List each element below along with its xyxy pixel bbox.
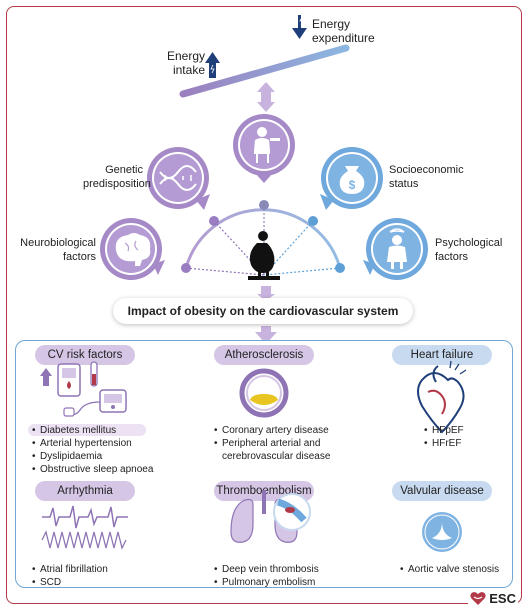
- outcome-icons: [40, 360, 467, 552]
- atherosclerosis-title: Atherosclerosis: [214, 345, 314, 365]
- ecg-icon: [41, 505, 128, 550]
- list-item: HFrEF: [424, 437, 464, 450]
- energy-balance-graphic: $: [100, 15, 428, 340]
- list-item: SCD: [32, 576, 108, 589]
- valvular-title: Valvular disease: [392, 481, 492, 501]
- list-item: Arterial hypertension: [32, 437, 153, 450]
- figure-frame: [6, 6, 522, 604]
- blood-pressure-icon: [63, 389, 127, 417]
- double-arrow-icon: [257, 82, 275, 112]
- brain-icon: [100, 218, 165, 280]
- valvular-list: Aortic valve stenosis: [400, 563, 499, 576]
- dna-icon: [147, 147, 210, 210]
- glucometer-icon: [57, 363, 81, 397]
- arrhythmia-list: Atrial fibrillation SCD: [32, 563, 108, 589]
- arrow-down-icon: [255, 326, 277, 340]
- impact-title: Impact of obesity on the cardiovascular …: [113, 298, 413, 324]
- energy-intake-label: Energy intake: [166, 49, 205, 77]
- arrow-down-icon: [257, 286, 275, 301]
- person-eating-icon: [233, 114, 295, 183]
- neurobiological-label: Neurobiological factors: [20, 237, 96, 263]
- arrow-down-icon: [292, 15, 307, 39]
- psychological-label: Psychological factors: [435, 237, 503, 263]
- scale-person-icon: [248, 231, 280, 280]
- seesaw-icon: [179, 44, 350, 98]
- heart-icon: [417, 360, 467, 434]
- svg-text:$: $: [349, 178, 356, 192]
- thromboembolism-list: Deep vein thrombosis Pulmonary embolism: [214, 563, 319, 589]
- blood-drop-icon: [90, 361, 98, 387]
- socioeconomic-label: Socioeconomic status: [389, 164, 464, 190]
- arrow-up-icon: [205, 52, 220, 78]
- list-item: Dyslipidaemia: [32, 450, 153, 463]
- list-item: Peripheral arterial and cerebrovascular …: [214, 437, 349, 463]
- aortic-valve-icon: [422, 512, 462, 552]
- genetic-label: Genetic predisposition: [83, 164, 151, 190]
- arrow-up-icon: [40, 368, 52, 386]
- cv-risk-list: Diabetes mellitus Arterial hypertension …: [32, 424, 153, 476]
- gauge-arc: [181, 200, 345, 276]
- cv-risk-title: CV risk factors: [35, 345, 135, 365]
- arrhythmia-title: Arrhythmia: [35, 481, 135, 501]
- money-bag-icon: $: [320, 147, 383, 210]
- list-item: Aortic valve stenosis: [400, 563, 499, 576]
- atherosclerosis-list: Coronary artery disease Peripheral arter…: [214, 424, 349, 463]
- list-item: HFpEF: [424, 424, 464, 437]
- person-stressed-icon: [363, 218, 428, 280]
- list-item: Pulmonary embolism: [214, 576, 319, 589]
- artery-plaque-icon: [239, 368, 289, 418]
- list-item: Deep vein thrombosis: [214, 563, 319, 576]
- vein-clot-icon: [273, 493, 311, 531]
- list-item: Obstructive sleep apnoea: [32, 463, 153, 476]
- esc-logo-text: ESC: [489, 591, 516, 606]
- esc-logo: ESC: [468, 591, 518, 606]
- energy-expenditure-label: Energy expenditure: [312, 17, 375, 45]
- heart-failure-list: HFpEF HFrEF: [424, 424, 464, 450]
- heart-logo-icon: [470, 592, 486, 605]
- list-item: Coronary artery disease: [214, 424, 349, 437]
- list-item: Diabetes mellitus: [32, 424, 153, 437]
- heart-failure-title: Heart failure: [392, 345, 492, 365]
- list-item: Atrial fibrillation: [32, 563, 108, 576]
